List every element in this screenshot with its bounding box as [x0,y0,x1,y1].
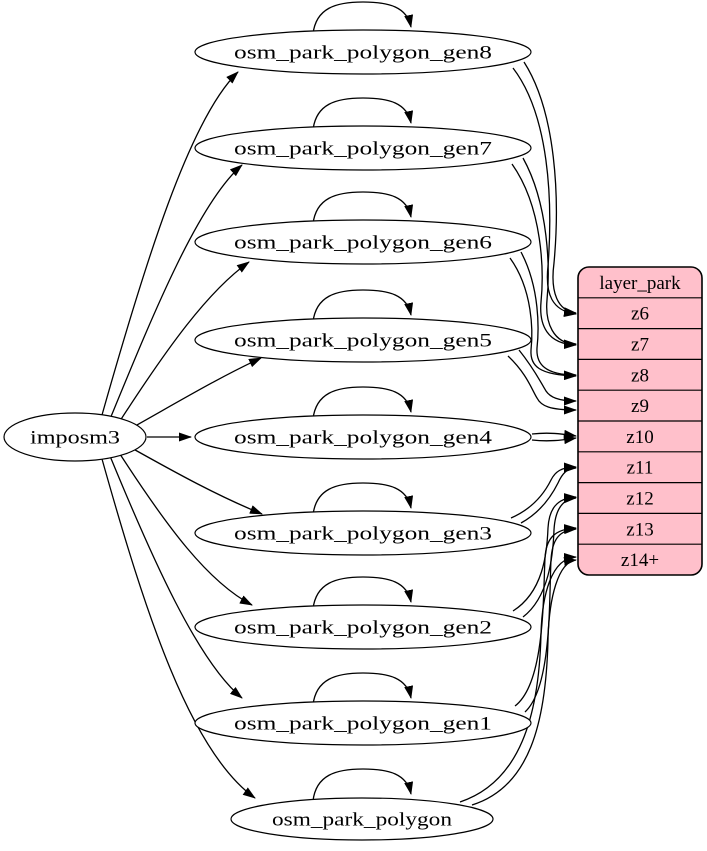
self-loop-osm_park_polygon_gen1 [312,672,414,706]
node-osm_park_polygon_gen2: osm_park_polygon_gen2 [194,604,532,650]
node-label-osm_park_polygon_gen3: osm_park_polygon_gen3 [234,524,492,545]
node-imposm3: imposm3 [3,412,147,462]
edge-osm_park_polygon_gen5-to-layer_park-z9 [518,349,577,406]
table-row-z8: z8 [631,365,649,386]
node-ellipse-osm_park_polygon_gen3 [194,510,532,556]
edge-osm_park_polygon_gen6-to-layer_park-z8 [520,251,577,380]
edge-osm_park_polygon_gen1-to-layer_park-z13 [524,525,577,713]
node-ellipse-osm_park_polygon_gen7 [194,125,532,171]
node-label-osm_park_polygon: osm_park_polygon [272,810,453,831]
self-loop-osm_park_polygon_gen7 [312,97,414,131]
node-osm_park_polygon_gen3: osm_park_polygon_gen3 [194,510,532,556]
edge-imposm3-to-osm_park_polygon_gen2 [117,450,253,606]
edge-osm_park_polygon_gen4-to-layer_park-z10 [531,429,577,439]
table-row-z7: z7 [631,335,649,356]
node-label-osm_park_polygon_gen5: osm_park_polygon_gen5 [234,331,492,352]
node-ellipse-osm_park_polygon_gen2 [194,604,532,650]
table-row-z12: z12 [626,489,653,510]
node-label-osm_park_polygon_gen8: osm_park_polygon_gen8 [234,43,492,64]
edge-imposm3-to-osm_park_polygon [101,458,256,799]
edge-osm_park_polygon-to-layer_park-z14+-2 [459,553,577,803]
table-layer_park: layer_park z6 z7 z8 z9 z10 z11 z12 z13 z14+ [577,266,703,576]
node-osm_park_polygon_gen1: osm_park_polygon_gen1 [194,700,532,746]
edge-osm_park_polygon_gen5-to-layer_park-z9-2 [507,355,577,415]
edge-osm_park_polygon_gen3-to-layer_park-z11-2 [510,462,577,519]
node-osm_park_polygon_gen6: osm_park_polygon_gen6 [194,219,532,265]
edge-osm_park_polygon_gen1-to-layer_park-z13-2 [514,524,577,707]
edge-osm_park_polygon_gen8-to-layer_park-z6 [523,61,577,317]
edge-osm_park_polygon_gen6-to-layer_park-z8-2 [509,257,577,381]
node-osm_park_polygon_gen8: osm_park_polygon_gen8 [194,29,532,75]
node-osm_park_polygon: osm_park_polygon [230,797,494,841]
edge-osm_park_polygon_gen2-to-layer_park-z12 [522,494,577,618]
table-row-z9: z9 [631,396,649,417]
table-row-z14+: z14+ [621,550,659,571]
edge-osm_park_polygon_gen7-to-layer_park-z7-2 [511,163,577,350]
node-ellipse-osm_park_polygon_gen4 [194,414,532,460]
node-ellipse-osm_park_polygon [230,797,494,841]
node-label-osm_park_polygon_gen6: osm_park_polygon_gen6 [234,233,492,254]
edge-osm_park_polygon_gen4-to-layer_park-z10-2 [531,435,577,445]
node-ellipse-osm_park_polygon_gen6 [194,219,532,265]
edge-imposm3-to-osm_park_polygon_gen5 [127,357,262,431]
edge-imposm3-to-osm_park_polygon_gen6 [117,261,250,425]
table-row-z10: z10 [626,427,653,448]
node-osm_park_polygon_gen7: osm_park_polygon_gen7 [194,125,532,171]
node-ellipse-osm_park_polygon_gen8 [194,29,532,75]
table-row-z13: z13 [626,519,653,540]
edge-osm_park_polygon-to-layer_park-z14+ [471,556,577,806]
node-label-osm_park_polygon_gen2: osm_park_polygon_gen2 [234,618,492,639]
table-title-layer_park: layer_park [599,273,681,294]
self-loop-osm_park_polygon_gen8 [312,1,414,35]
edge-osm_park_polygon_gen8-to-layer_park-z6-2 [512,67,577,317]
table-row-z6: z6 [631,304,649,325]
self-loop-osm_park_polygon_gen2 [312,576,414,610]
node-label-osm_park_polygon_gen1: osm_park_polygon_gen1 [234,714,492,735]
node-label-osm_park_polygon_gen7: osm_park_polygon_gen7 [234,139,492,160]
edge-imposm3-to-osm_park_polygon_gen8 [101,71,239,416]
node-label-imposm3: imposm3 [30,428,120,449]
edge-osm_park_polygon_gen2-to-layer_park-z12-2 [512,493,577,612]
self-loop-osm_park_polygon_gen4 [312,386,414,420]
edge-imposm3-to-osm_park_polygon_gen7 [109,164,243,420]
node-osm_park_polygon_gen4: osm_park_polygon_gen4 [194,414,532,460]
edge-imposm3-to-osm_park_polygon_gen1 [109,455,243,699]
edge-osm_park_polygon_gen7-to-layer_park-z7 [522,157,577,349]
node-label-osm_park_polygon_gen4: osm_park_polygon_gen4 [234,428,493,449]
self-loop-osm_park_polygon_gen3 [312,482,414,516]
edge-imposm3-to-osm_park_polygon_gen3 [127,445,263,515]
self-loop-osm_park_polygon_gen5 [312,289,414,323]
node-ellipse-osm_park_polygon_gen5 [194,317,532,363]
edge-osm_park_polygon_gen3-to-layer_park-z11 [520,463,577,524]
node-ellipse-osm_park_polygon_gen1 [194,700,532,746]
node-ellipse-imposm3 [3,412,147,462]
self-loop-osm_park_polygon_gen6 [312,191,414,225]
self-loop-osm_park_polygon [312,768,414,802]
node-osm_park_polygon_gen5: osm_park_polygon_gen5 [194,317,532,363]
table-row-z11: z11 [627,458,654,479]
